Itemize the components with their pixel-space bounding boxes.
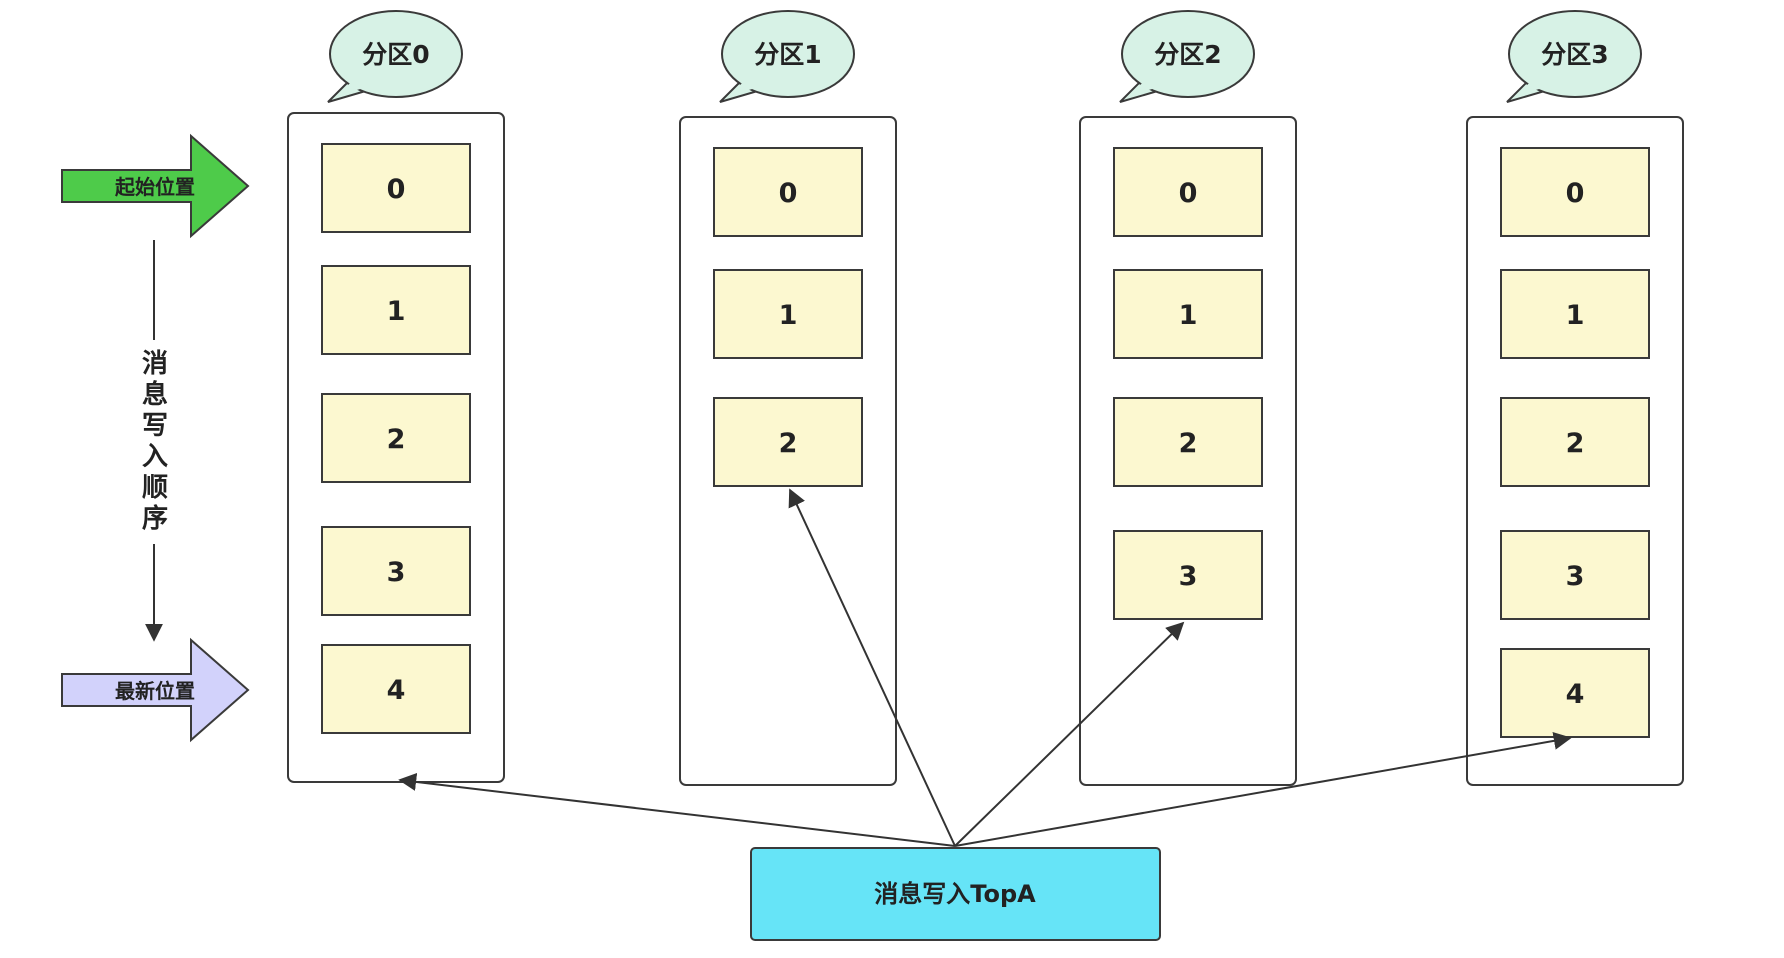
write-order-char: 入 xyxy=(142,442,168,472)
offset-cell: 0 xyxy=(1500,147,1650,237)
offset-value: 3 xyxy=(1179,561,1198,592)
offset-value: 1 xyxy=(779,300,798,331)
latest-position-arrow: 最新位置 xyxy=(61,637,250,743)
offset-cell: 2 xyxy=(1500,397,1650,487)
write-order-char: 消 xyxy=(142,349,168,379)
partition-bubble: 分区2 xyxy=(1119,10,1255,103)
offset-cell: 1 xyxy=(1500,269,1650,359)
offset-cell: 2 xyxy=(321,393,471,483)
offset-cell: 3 xyxy=(321,526,471,616)
offset-cell: 4 xyxy=(1500,648,1650,738)
offset-value: 0 xyxy=(779,178,798,209)
offset-cell: 3 xyxy=(1113,530,1263,620)
offset-cell-box xyxy=(1113,147,1263,237)
offset-value: 0 xyxy=(1566,178,1585,209)
start-position-label: 起始位置 xyxy=(114,175,195,199)
offset-value: 3 xyxy=(387,557,406,588)
offset-value: 4 xyxy=(387,675,406,706)
write-order-char: 顺 xyxy=(142,473,168,503)
offset-cell-box xyxy=(713,397,863,487)
offset-cell-box xyxy=(1113,397,1263,487)
partition-label: 分区3 xyxy=(1541,40,1608,69)
offset-value: 1 xyxy=(1566,300,1585,331)
offset-cell-box xyxy=(321,526,471,616)
partition-bubble: 分区0 xyxy=(327,10,463,103)
partition-bubble: 分区1 xyxy=(719,10,855,103)
topic-box: 消息写入TopA xyxy=(750,847,1161,941)
offset-cell-box xyxy=(1500,397,1650,487)
offset-cell-box xyxy=(1113,269,1263,359)
partition-column xyxy=(1466,116,1684,786)
offset-cell-box xyxy=(1500,530,1650,620)
offset-cell-box xyxy=(713,147,863,237)
latest-position-label: 最新位置 xyxy=(115,679,195,703)
offset-cell: 2 xyxy=(1113,397,1263,487)
offset-cell: 4 xyxy=(321,644,471,734)
offset-value: 1 xyxy=(1179,300,1198,331)
partition-label: 分区0 xyxy=(362,40,429,69)
partition-0: 分区0 0 1 2 3 4 xyxy=(287,10,505,783)
offset-cell: 1 xyxy=(1113,269,1263,359)
partition-1: 分区1 0 1 2 xyxy=(679,10,897,786)
partition-bubble: 分区3 xyxy=(1506,10,1642,103)
write-arrow-partition-2 xyxy=(954,621,1185,847)
write-order-char: 写 xyxy=(142,411,168,441)
write-arrows xyxy=(398,488,1572,847)
offset-cell-box xyxy=(713,269,863,359)
offset-value: 0 xyxy=(1179,178,1198,209)
bubble-shape xyxy=(1121,10,1255,98)
write-order-char: 息 xyxy=(142,379,168,410)
offset-value: 2 xyxy=(1179,428,1198,459)
write-arrow-partition-3 xyxy=(954,731,1572,847)
offset-value: 1 xyxy=(387,296,406,327)
partition-column xyxy=(679,116,897,786)
offset-cell-box xyxy=(1113,530,1263,620)
offset-cell: 0 xyxy=(1113,147,1263,237)
partition-2: 分区2 0 1 2 3 xyxy=(1079,10,1297,786)
offset-value: 4 xyxy=(1566,679,1585,710)
offset-cell: 2 xyxy=(713,397,863,487)
bubble-shape xyxy=(1508,10,1642,98)
write-arrow-partition-1 xyxy=(788,488,956,847)
write-arrow-partition-0 xyxy=(398,772,956,847)
partition-label: 分区2 xyxy=(1154,40,1221,69)
partition-column xyxy=(1079,116,1297,786)
offset-value: 0 xyxy=(387,174,406,205)
offset-cell-box xyxy=(321,393,471,483)
offset-value: 2 xyxy=(387,424,406,455)
offset-value: 2 xyxy=(779,428,798,459)
partition-3: 分区3 0 1 2 3 4 xyxy=(1466,10,1684,786)
offset-cell-box xyxy=(321,265,471,355)
offset-cell-box xyxy=(1500,648,1650,738)
bubble-shape xyxy=(721,10,855,98)
offset-cell-box xyxy=(321,143,471,233)
offset-cell: 0 xyxy=(713,147,863,237)
bubble-shape xyxy=(329,10,463,98)
partitions: 分区0 0 1 2 3 4 分区1 0 1 2 分区2 0 1 2 3 分区3 0 1 2 3 4 xyxy=(287,10,1684,786)
offset-value: 3 xyxy=(1566,561,1585,592)
partition-column xyxy=(287,112,505,783)
offset-cell-box xyxy=(1500,269,1650,359)
offset-value: 2 xyxy=(1566,428,1585,459)
offset-cell: 1 xyxy=(713,269,863,359)
partition-label: 分区1 xyxy=(754,40,821,69)
start-position-arrow: 起始位置 xyxy=(61,133,250,239)
offset-cell-box xyxy=(321,644,471,734)
write-order-indicator: 消 息 写 入 顺 序 xyxy=(142,240,168,642)
write-order-char: 序 xyxy=(142,503,168,534)
offset-cell: 3 xyxy=(1500,530,1650,620)
offset-cell: 0 xyxy=(321,143,471,233)
topic-box-label: 消息写入TopA xyxy=(874,880,1036,908)
offset-cell: 1 xyxy=(321,265,471,355)
offset-cell-box xyxy=(1500,147,1650,237)
